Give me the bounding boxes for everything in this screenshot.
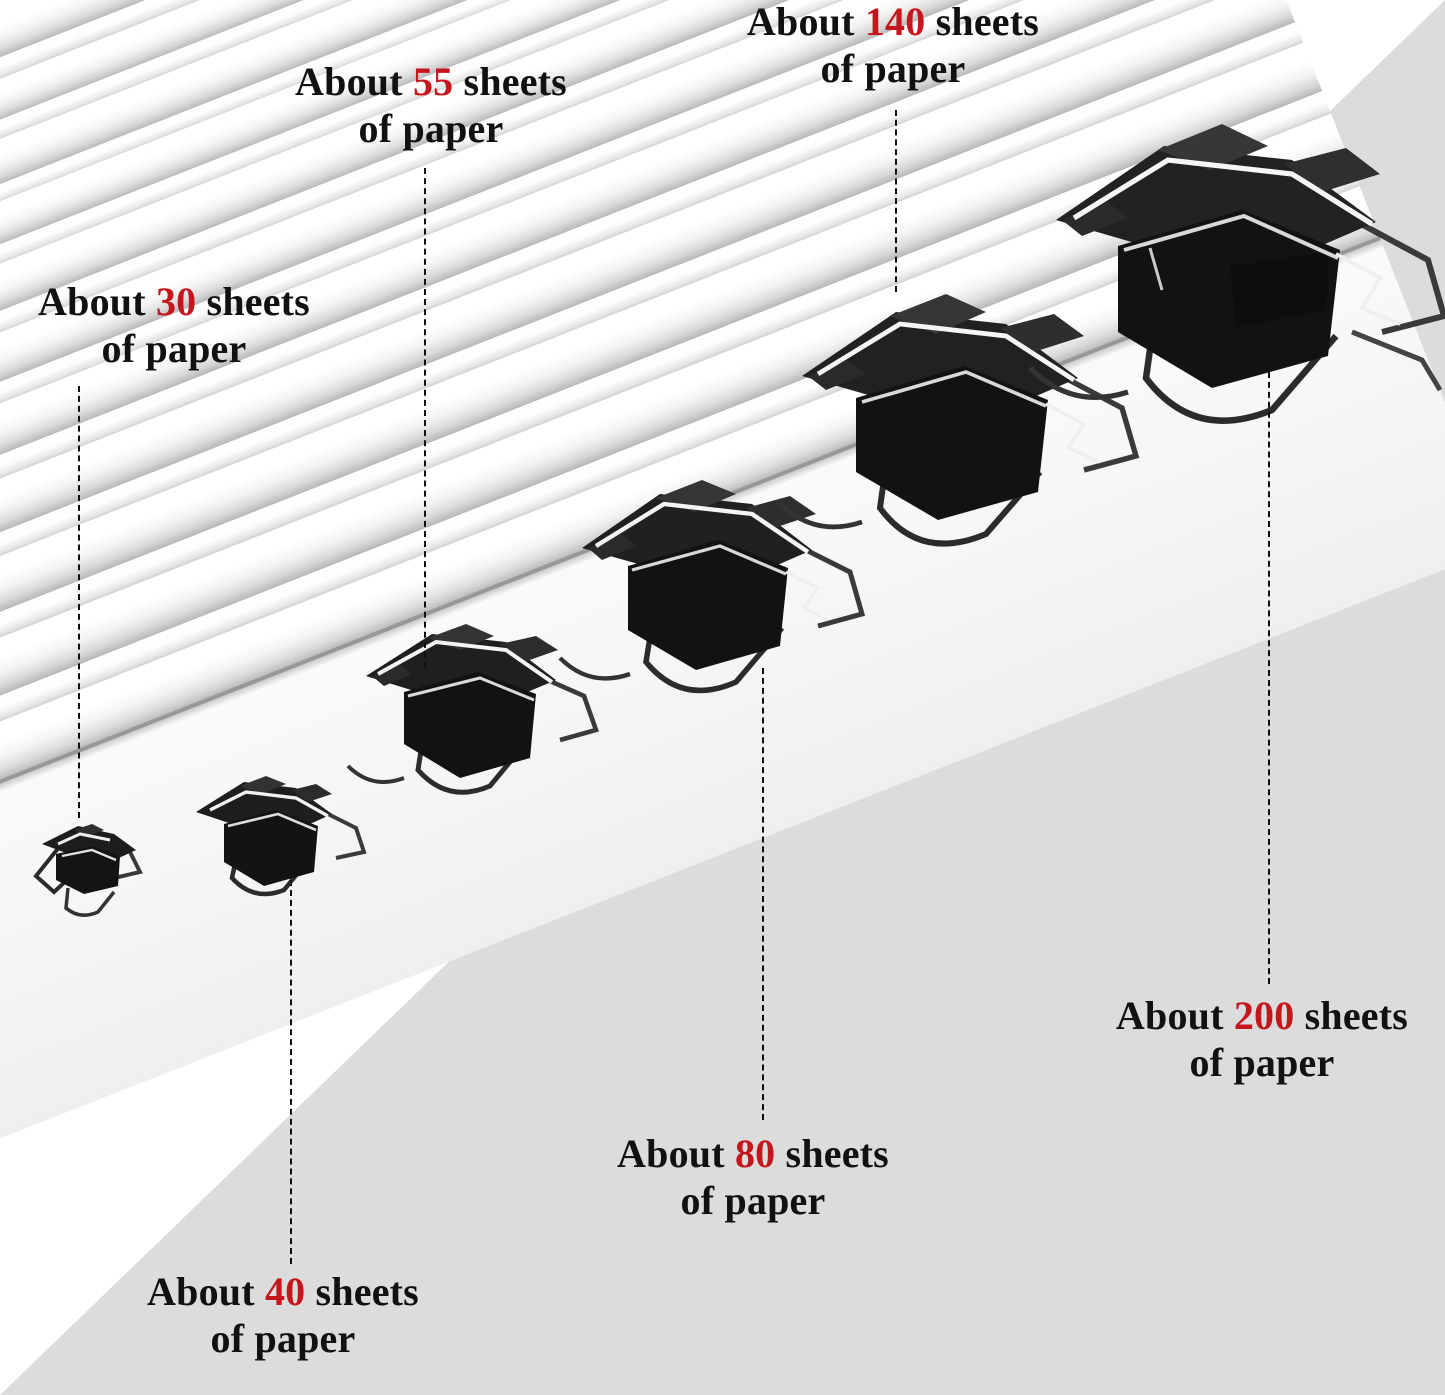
clip-wire-highlight — [594, 501, 829, 622]
clip-wire-highlight — [1072, 157, 1401, 326]
binder-clip-55 — [346, 580, 618, 820]
callout-suffix: sheets — [1304, 993, 1409, 1038]
callout-number: 200 — [1233, 993, 1295, 1038]
callout-140-sheets: About 140 sheets of paper — [718, 0, 1068, 92]
callout-prefix: About — [1115, 993, 1224, 1038]
callout-line2: of paper — [680, 1178, 826, 1224]
leader-line-80 — [762, 668, 764, 1120]
binder-clip-80 — [558, 430, 890, 730]
clip-wire-handles — [229, 808, 367, 897]
callout-number: 30 — [155, 279, 197, 324]
callout-line2: of paper — [1189, 1040, 1335, 1086]
binder-clip-200 — [1028, 60, 1445, 480]
callout-80-sheets: About 80 sheets of paper — [588, 1130, 918, 1224]
callout-prefix: About — [147, 1269, 255, 1314]
clip-wire-handles — [776, 369, 1140, 547]
clip-wire-handles — [558, 539, 866, 694]
leader-line-200 — [1268, 372, 1270, 984]
callout-55-sheets: About 55 sheets of paper — [266, 58, 596, 152]
callout-line2: of paper — [101, 326, 247, 372]
callout-prefix: About — [295, 59, 403, 104]
callout-number: 40 — [264, 1269, 306, 1314]
clip-wire-highlight — [816, 321, 1101, 464]
clip-wire-highlight — [377, 639, 554, 702]
callout-suffix: sheets — [315, 1269, 419, 1314]
callout-40-sheets: About 40 sheets of paper — [118, 1268, 448, 1362]
callout-200-sheets: About 200 sheets of paper — [1086, 992, 1438, 1086]
callout-suffix: sheets — [935, 0, 1040, 44]
callout-line2: of paper — [210, 1316, 356, 1362]
callout-line2: of paper — [820, 46, 966, 92]
clip-wire-highlight — [209, 790, 329, 832]
leader-line-40 — [290, 880, 292, 1264]
clip-wire-highlight — [57, 832, 117, 862]
leader-line-30 — [78, 386, 80, 818]
clip-body — [366, 624, 558, 778]
callout-prefix: About — [617, 1131, 725, 1176]
callout-number: 55 — [412, 59, 454, 104]
leader-line-55 — [424, 168, 426, 668]
binder-clip-30 — [18, 800, 168, 920]
clip-wire-handles — [346, 671, 599, 795]
clip-body — [196, 776, 332, 886]
callout-suffix: sheets — [206, 279, 310, 324]
clip-wire-handles — [1028, 215, 1445, 424]
binder-clip-140 — [776, 240, 1168, 590]
callout-30-sheets: About 30 sheets of paper — [14, 278, 334, 372]
callout-suffix: sheets — [785, 1131, 889, 1176]
callout-number: 80 — [734, 1131, 776, 1176]
leader-line-140 — [895, 110, 897, 292]
binder-clip-40 — [180, 740, 380, 920]
callout-suffix: sheets — [463, 59, 567, 104]
callout-line2: of paper — [358, 106, 504, 152]
callout-prefix: About — [746, 0, 855, 44]
callout-prefix: About — [38, 279, 146, 324]
callout-number: 140 — [864, 0, 926, 44]
